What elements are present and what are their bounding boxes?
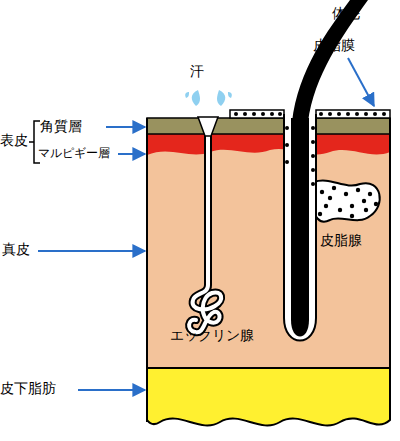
- sebum-dots: [344, 192, 348, 196]
- sebum-dots: [328, 112, 332, 116]
- sebum-dots: [337, 112, 341, 116]
- sebum-dots: [364, 112, 368, 116]
- part-label: マルピギー層: [38, 147, 110, 160]
- sebum-dots: [332, 186, 336, 190]
- dermis-layer: [147, 140, 390, 368]
- sebum-dots: [243, 112, 247, 116]
- skin-outline: [147, 118, 390, 422]
- part-label: 皮下脂肪: [0, 381, 56, 396]
- sebum-dots: [278, 112, 282, 116]
- sebum-dots: [362, 199, 366, 203]
- hair-shaft: [292, 0, 368, 122]
- horny-layer: [147, 118, 390, 134]
- leader-arrows: [348, 58, 374, 106]
- sweat-drops: [217, 90, 225, 106]
- sebum-dots: [311, 182, 315, 186]
- sebum-dots: [311, 140, 315, 144]
- sweat-drops: [185, 90, 232, 106]
- sebum-dots: [324, 204, 328, 208]
- sebum-dots: [364, 208, 368, 212]
- leader-arrows: [78, 389, 145, 391]
- sebum-dots: [374, 202, 378, 206]
- leader-arrows: [106, 126, 145, 128]
- sebum-dots: [285, 143, 289, 147]
- sebum-dots: [328, 196, 332, 200]
- sebum-dots: [356, 188, 360, 192]
- sebum-dots: [261, 112, 265, 116]
- sebum-dots: [373, 112, 377, 116]
- sebum-dots: [311, 168, 315, 172]
- fat-layer: [147, 368, 390, 425]
- horny-layer: [147, 118, 390, 134]
- eccrine-gland: [198, 117, 218, 136]
- sweat-drops: [185, 92, 189, 98]
- part-label: エックリン腺: [170, 328, 254, 343]
- sebum-dots: [350, 204, 354, 208]
- sebum-dots: [319, 112, 323, 116]
- eccrine-gland: [189, 117, 221, 332]
- hair-follicle: [291, 118, 309, 337]
- sebum-dots: [355, 112, 359, 116]
- sebum-film: [316, 110, 390, 118]
- sebum-dots: [382, 112, 386, 116]
- sebum-dots: [270, 112, 274, 116]
- sebum-dots: [234, 112, 386, 218]
- sebum-dots: [346, 112, 350, 116]
- sebaceous-gland: [314, 180, 380, 221]
- sebaceous-gland: [314, 180, 380, 221]
- hair-follicle: [284, 114, 316, 341]
- sebum-dots: [285, 126, 289, 130]
- part-label: 角質層: [40, 119, 82, 134]
- eccrine-gland: [189, 124, 221, 332]
- sebum-dots: [350, 214, 354, 218]
- sebum-dots: [338, 208, 342, 212]
- hair-shaft: [292, 0, 368, 122]
- dermis-layer: [147, 140, 390, 368]
- sebum-dots: [234, 112, 238, 116]
- skin-outline: [147, 118, 390, 422]
- fat-layer: [147, 368, 390, 425]
- sebum-dots: [320, 190, 324, 194]
- part-label: 皮脂膜: [313, 38, 355, 53]
- sebum-film: [230, 110, 284, 118]
- hair-follicle: [284, 114, 316, 341]
- part-label: 汗: [190, 64, 204, 79]
- malpighian-layer: [147, 133, 390, 155]
- part-label: 皮脂腺: [320, 233, 362, 248]
- sebum-dots: [252, 112, 256, 116]
- sebum-dots: [318, 212, 322, 216]
- eccrine-gland: [189, 124, 221, 332]
- sweat-drops: [192, 90, 200, 106]
- sebum-dots: [285, 160, 289, 164]
- part-label: 真皮: [2, 242, 30, 257]
- malpighian-layer: [147, 133, 390, 155]
- leader-arrows: [38, 250, 145, 252]
- sweat-drops: [228, 92, 232, 98]
- leader-arrows: [38, 58, 374, 390]
- sebum-dots: [311, 154, 315, 158]
- leader-arrows: [118, 153, 145, 155]
- part-label: 表皮: [0, 133, 28, 148]
- sebum-dots: [368, 192, 372, 196]
- part-label: 体毛: [332, 6, 360, 21]
- sebum-dots: [311, 126, 315, 130]
